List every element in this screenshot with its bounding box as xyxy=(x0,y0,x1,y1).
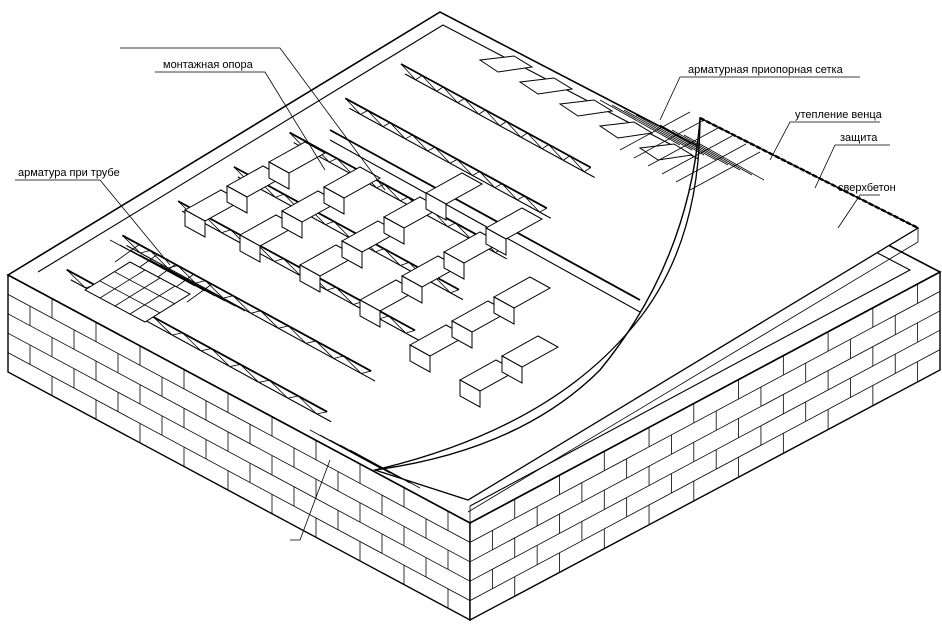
label-ring-insulation: утепление венца xyxy=(795,109,883,121)
transverse-rib-top xyxy=(329,129,641,301)
hollow-block-side xyxy=(443,251,465,280)
mesh-bar xyxy=(675,143,747,183)
hollow-block-side xyxy=(341,240,363,269)
annotation-labels: монтажная опора арматура при трубе армат… xyxy=(18,59,896,194)
mesh-bar xyxy=(689,151,761,191)
label-protection: защита xyxy=(840,132,878,144)
hollow-block-side xyxy=(239,234,261,263)
mesh-bar xyxy=(647,127,719,167)
mesh-bar xyxy=(599,99,681,146)
masonry-wall-left xyxy=(7,273,471,622)
hollow-block-side xyxy=(485,227,507,256)
hollow-block-side xyxy=(501,355,523,384)
hollow-block-side xyxy=(451,320,473,349)
hollow-block-side xyxy=(359,299,381,328)
label-mounting-support: монтажная опора xyxy=(163,59,254,71)
hollow-block-side xyxy=(383,216,405,245)
truss-top-chord xyxy=(400,63,592,169)
mesh-bar xyxy=(661,135,733,175)
hollow-block-side xyxy=(459,379,481,408)
mesh-bar xyxy=(623,109,705,156)
hollow-block-side xyxy=(493,296,515,325)
hollow-block-top xyxy=(518,77,574,95)
mesh-bar xyxy=(635,114,717,161)
label-topping-concrete: сверхбетон xyxy=(838,182,896,194)
mesh-bar xyxy=(619,111,691,151)
hollow-block-top xyxy=(478,55,534,73)
leader-lines xyxy=(15,47,890,541)
hollow-block-side xyxy=(425,192,447,221)
mesh-bar xyxy=(671,129,753,176)
topping-concrete-surface xyxy=(372,116,920,513)
hollow-blocks xyxy=(183,55,694,408)
hollow-block-top xyxy=(598,121,654,139)
hollow-block-side xyxy=(323,186,345,215)
pipe-cage-bar xyxy=(186,283,213,303)
transverse-rib-bottom xyxy=(329,139,641,313)
pipe-cage-bar xyxy=(159,264,246,312)
truss-beams xyxy=(66,63,641,423)
hollow-block-side xyxy=(281,210,303,239)
hollow-block-side xyxy=(401,275,423,304)
mesh-bar xyxy=(633,119,705,159)
mesh-bar xyxy=(659,124,741,171)
mesh-bar xyxy=(611,104,693,151)
hollow-block-side xyxy=(268,161,290,190)
label-support-mesh: арматурная приопорная сетка xyxy=(688,64,844,76)
label-pipe-reinforcement: арматура при трубе xyxy=(18,167,120,179)
pipe-opening xyxy=(84,261,191,323)
hollow-block-top xyxy=(558,99,614,117)
hollow-block-side xyxy=(184,209,206,238)
hollow-block-side xyxy=(299,264,321,293)
truss-top-chord xyxy=(289,131,504,250)
pipe-cage-bar xyxy=(114,243,141,263)
truss-top-chord xyxy=(344,97,548,210)
hollow-block-side xyxy=(226,185,248,214)
hollow-block-side xyxy=(409,344,431,373)
